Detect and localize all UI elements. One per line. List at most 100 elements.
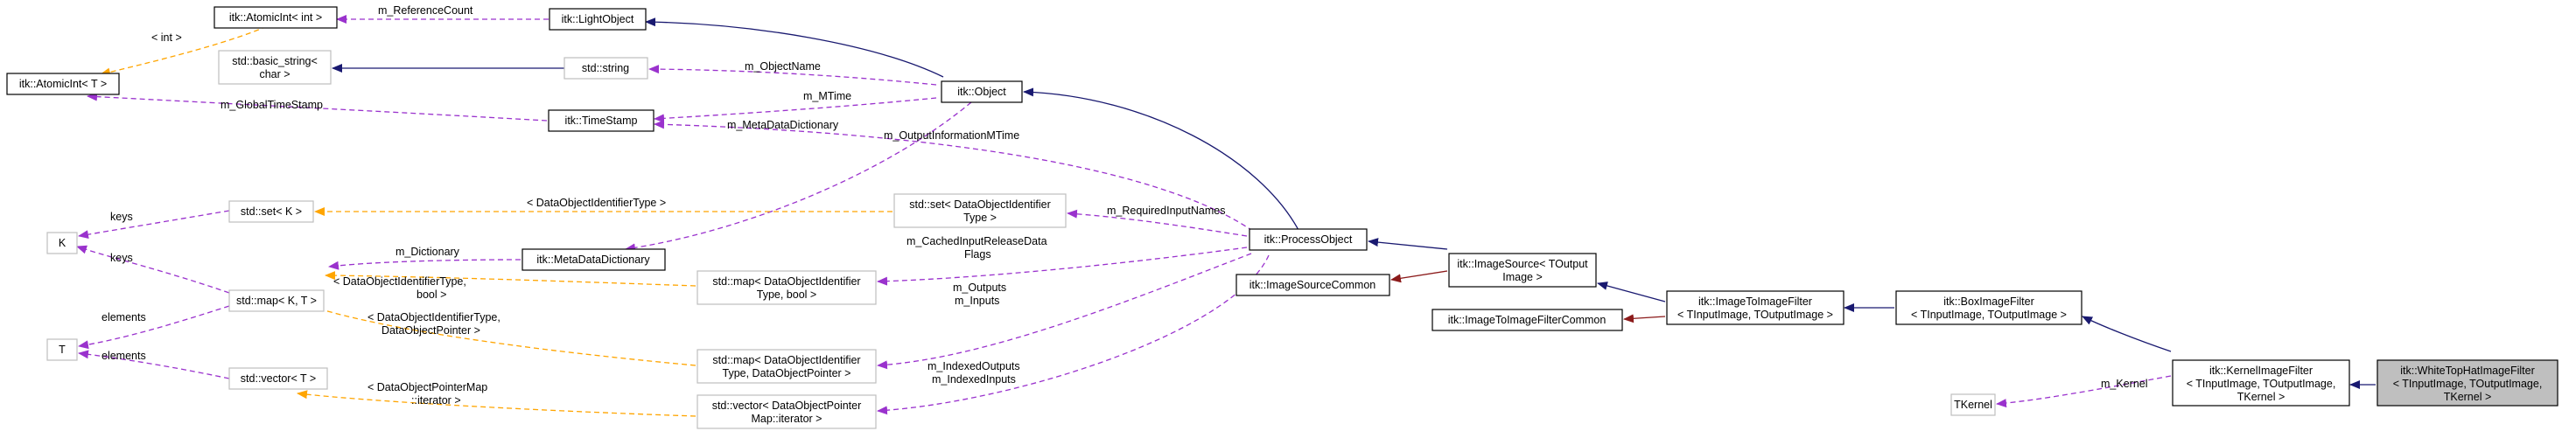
svg-text:itk::ImageSourceCommon: itk::ImageSourceCommon [1250,279,1376,291]
node-atomicint-int[interactable]: itk::AtomicInt< int > [214,6,338,29]
svg-text:itk::TimeStamp: itk::TimeStamp [565,115,638,127]
edge-global-timestamp [87,92,548,122]
edge-outputs-inputs [877,253,1252,370]
svg-text:TKernel >: TKernel > [2444,391,2492,403]
nodes: itk::AtomicInt< int > itk::LightObject i… [6,6,2558,429]
edge-output-info-mtime [654,120,1261,237]
svg-text:< TInputImage, TOutputImage,: < TInputImage, TOutputImage, [2187,378,2336,390]
label-kernel: m_Kernel [2101,378,2148,390]
node-t[interactable]: T [46,338,78,361]
label-doid-dop-1: < DataObjectIdentifierType, [368,311,500,323]
edge-doid-bool-template [325,271,696,287]
label-dop-map-iter-2: ::iterator > [411,394,461,407]
label-outputs: m_Outputs [953,282,1006,294]
label-doid-type-template: < DataObjectIdentifierType > [527,197,666,209]
label-elements-vector: elements [102,350,146,362]
svg-text:< TInputImage, TOutputImage >: < TInputImage, TOutputImage > [1677,309,1833,321]
edge-indexed-io [877,254,1270,415]
edge-imagetoimage-to-common [1623,314,1666,323]
node-k[interactable]: K [46,232,78,254]
label-mtime: m_MTime [803,90,851,102]
node-boximagefilter[interactable]: itk::BoxImageFilter < TInputImage, TOutp… [1895,290,2082,325]
node-processobject[interactable]: itk::ProcessObject [1249,228,1368,251]
node-whitetophatimagefilter[interactable]: itk::WhiteTopHatImageFilter < TInputImag… [2376,359,2558,407]
label-object-name: m_ObjectName [745,60,821,73]
node-timestamp[interactable]: itk::TimeStamp [548,109,654,132]
node-atomicint-t[interactable]: itk::AtomicInt< T > [6,73,120,95]
svg-text:< TInputImage, TOutputImage,: < TInputImage, TOutputImage, [2393,378,2543,390]
svg-text:std::basic_string<: std::basic_string< [232,55,318,67]
svg-text:itk::WhiteTopHatImageFilter: itk::WhiteTopHatImageFilter [2400,365,2535,377]
svg-text:itk::AtomicInt< T >: itk::AtomicInt< T > [19,78,107,90]
node-object[interactable]: itk::Object [941,80,1023,103]
edge-imagesource-to-common [1390,270,1448,283]
label-required-input-names: m_RequiredInputNames [1107,205,1226,217]
svg-text:K: K [59,237,66,249]
edge-imagetoimage-to-imagesource [1597,282,1666,302]
svg-text:itk::MetaDataDictionary: itk::MetaDataDictionary [536,254,650,266]
svg-text:std::set< K >: std::set< K > [241,205,302,218]
svg-text:itk::ImageToImageFilter: itk::ImageToImageFilter [1698,295,1812,308]
node-map-doid-bool[interactable]: std::map< DataObjectIdentifier Type, boo… [696,270,877,305]
label-reference-count: m_ReferenceCount [378,4,473,17]
label-cached-release-1: m_CachedInputReleaseData [906,235,1047,247]
label-doid-bool-2: bool > [416,288,446,301]
edges [76,15,2376,417]
svg-text:std::map< DataObjectIdentifier: std::map< DataObjectIdentifier [712,275,860,288]
edge-object-to-lightobject [645,17,944,78]
svg-text:std::map< K, T >: std::map< K, T > [236,295,317,307]
svg-text:Map::iterator >: Map::iterator > [752,413,822,425]
node-tkernel[interactable]: TKernel [1950,393,1996,416]
node-map-kt[interactable]: std::map< K, T > [228,289,325,312]
svg-text:char >: char > [259,68,290,80]
label-dictionary: m_Dictionary [396,246,460,258]
label-output-info-mtime: m_OutputInformationMTime [884,129,1019,142]
edge-kernel [1996,375,2172,408]
label-dop-map-iter-1: < DataObjectPointerMap [368,381,487,393]
node-set-doid[interactable]: std::set< DataObjectIdentifier Type > [893,193,1067,228]
label-elements-map: elements [102,311,146,323]
label-keys-map: keys [110,252,133,264]
node-vector-t[interactable]: std::vector< T > [228,367,328,390]
node-set-k[interactable]: std::set< K > [228,200,314,223]
svg-text:std::map< DataObjectIdentifier: std::map< DataObjectIdentifier [712,354,860,366]
edge-metadata-dictionary [625,101,972,253]
node-imagetoimagefilter[interactable]: itk::ImageToImageFilter < TInputImage, T… [1666,290,1844,325]
svg-text:itk::ProcessObject: itk::ProcessObject [1264,233,1353,246]
edge-dictionary [328,259,522,270]
node-lightobject[interactable]: itk::LightObject [549,8,647,31]
svg-text:itk::LightObject: itk::LightObject [562,13,634,25]
edge-keys-map [76,245,230,294]
svg-text:Type, bool >: Type, bool > [757,288,816,301]
svg-text:std::set< DataObjectIdentifier: std::set< DataObjectIdentifier [909,198,1051,211]
edge-imagesource-to-processobject [1368,238,1448,250]
node-kernelimagefilter[interactable]: itk::KernelImageFilter < TInputImage, TO… [2172,359,2350,407]
node-imagesourcecommon[interactable]: itk::ImageSourceCommon [1236,274,1390,296]
node-std-string[interactable]: std::string [564,57,648,80]
edge-mtime [654,97,937,123]
svg-text:itk::AtomicInt< int >: itk::AtomicInt< int > [229,11,322,24]
label-metadata-dictionary: m_MetaDataDictionary [727,119,839,131]
edge-elements-map [78,305,230,350]
edge-cached-input-release [877,247,1248,286]
svg-text:TKernel >: TKernel > [2237,391,2286,403]
node-imagetoimagefiltercommon[interactable]: itk::ImageToImageFilterCommon [1432,309,1623,331]
label-doid-dop-2: DataObjectPointer > [382,324,480,337]
edge-kernel-to-box [2082,316,2172,352]
edge-processobject-to-object [1023,87,1300,233]
svg-text:std::vector< DataObjectPointer: std::vector< DataObjectPointer [712,400,862,412]
node-metadatadictionary[interactable]: itk::MetaDataDictionary [522,248,666,271]
node-vector-dop[interactable]: std::vector< DataObjectPointer Map::iter… [696,394,877,429]
edge-labels: m_ReferenceCount < int > m_GlobalTimeSta… [102,4,2148,407]
label-doid-bool-1: < DataObjectIdentifierType, [333,275,466,288]
node-map-doid-dop[interactable]: std::map< DataObjectIdentifier Type, Dat… [696,349,877,384]
svg-text:itk::ImageSource< TOutput: itk::ImageSource< TOutput [1457,258,1588,270]
svg-text:std::vector< T >: std::vector< T > [241,372,316,385]
node-imagesource[interactable]: itk::ImageSource< TOutput Image > [1448,253,1597,288]
label-keys-set: keys [110,211,133,223]
label-indexed-inputs: m_IndexedInputs [932,373,1016,386]
node-basic-string[interactable]: std::basic_string< char > [218,50,332,85]
label-int-template: < int > [151,31,182,44]
svg-text:< TInputImage, TOutputImage >: < TInputImage, TOutputImage > [1911,309,2067,321]
